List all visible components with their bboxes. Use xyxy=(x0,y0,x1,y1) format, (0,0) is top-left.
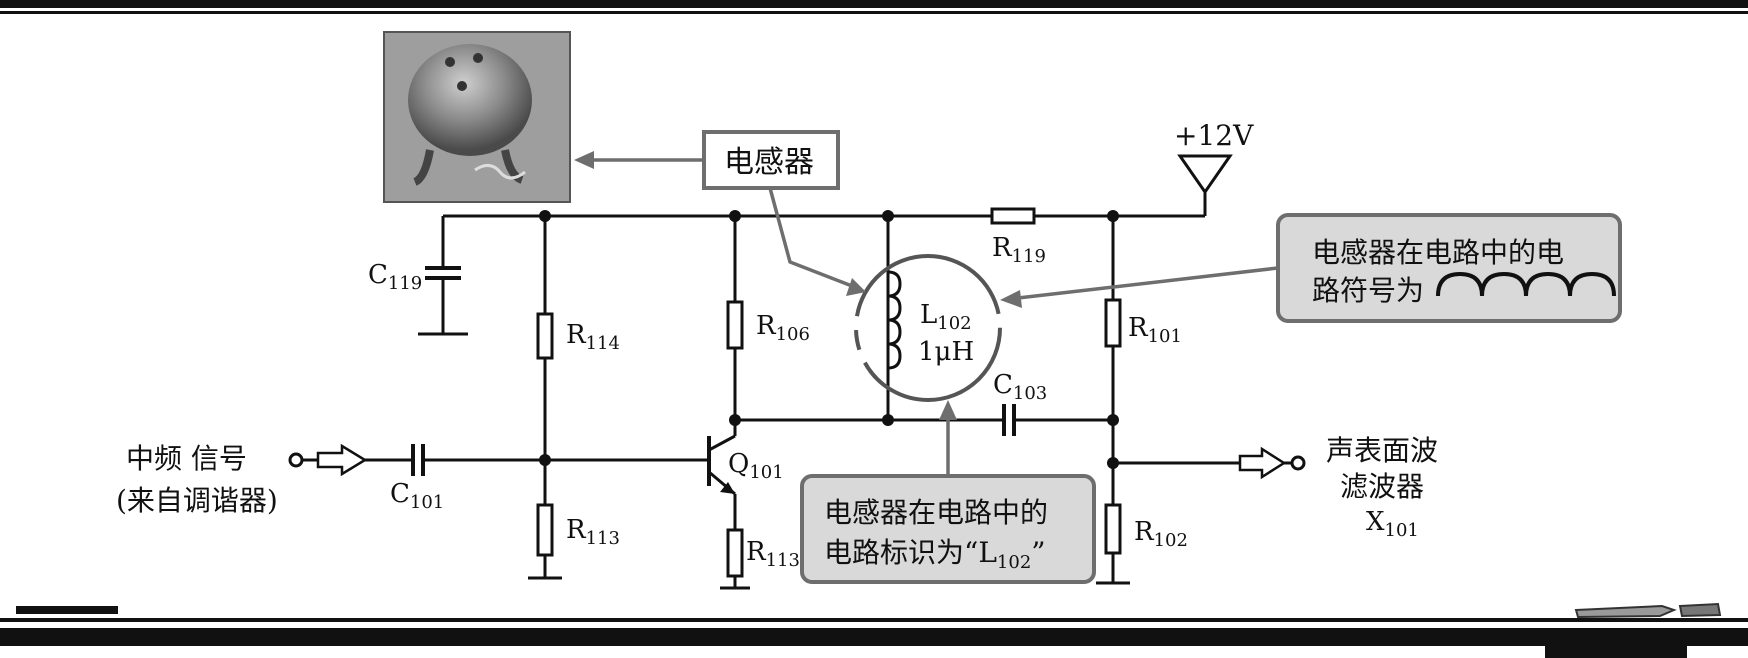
l102-label: L102 xyxy=(920,300,972,334)
id-note-line1: 电感器在电路中的 xyxy=(824,496,1048,529)
top-border-thin xyxy=(0,11,1748,14)
r101-label: R101 xyxy=(1128,313,1182,347)
r114-label: R114 xyxy=(566,320,620,354)
output-label-line2: 滤波器 xyxy=(1340,470,1424,503)
arrow-to-coil-head xyxy=(846,278,866,296)
inductor-l102 xyxy=(887,270,902,370)
symbol-note-line1: 电感器在电路中的电 xyxy=(1312,236,1564,269)
input-label-line1: 中频 信号 xyxy=(126,442,247,475)
decorative-pen-mark xyxy=(1574,604,1677,619)
input-terminal xyxy=(288,443,368,477)
id-note-line2: 电路标识为“L102” xyxy=(824,536,1046,573)
transistor-q101 xyxy=(707,434,737,515)
capacitor-c119 xyxy=(425,216,461,280)
symbol-note-line2: 路符号为 xyxy=(1312,274,1424,307)
resistor-r113a xyxy=(536,503,554,557)
supply-label: +12V xyxy=(1174,119,1254,152)
r102-label: R102 xyxy=(1134,517,1188,551)
top-border-thick xyxy=(0,0,1748,8)
output-ref-label: X101 xyxy=(1366,507,1419,541)
c119-label: C119 xyxy=(368,260,422,294)
inductor-highlight-circle xyxy=(854,254,1002,402)
output-terminal xyxy=(1238,446,1306,480)
resistor-r114 xyxy=(536,312,554,360)
circuit-wires xyxy=(365,214,1240,588)
input-label-line2: (来自调谐器) xyxy=(116,484,278,517)
r119-label: R119 xyxy=(992,233,1046,267)
resistor-r101 xyxy=(1104,298,1122,348)
capacitor-c103 xyxy=(1002,404,1026,436)
arrow-to-coil xyxy=(768,187,853,288)
resistor-r119 xyxy=(990,207,1036,225)
resistor-r106 xyxy=(726,300,744,350)
inductor-symbol-glyph xyxy=(1436,271,1616,297)
bottom-left-tab xyxy=(16,606,118,614)
r113b-label: R113 xyxy=(746,537,800,571)
arrow-to-circle-head xyxy=(1000,290,1022,308)
bottom-border-thick xyxy=(0,628,1748,646)
output-label-line1: 声表面波 xyxy=(1326,434,1438,467)
decorative-pen-cap xyxy=(1678,602,1722,618)
bottom-right-tab xyxy=(1545,645,1687,658)
resistor-r102 xyxy=(1104,503,1122,555)
c103-label: C103 xyxy=(993,370,1047,404)
arrow-to-circle-bottom-head xyxy=(939,400,957,420)
arrow-to-photo-head xyxy=(574,151,594,169)
inductor-photo xyxy=(383,31,571,203)
r106-label: R106 xyxy=(756,311,810,345)
bottom-border-thin xyxy=(0,618,1748,622)
resistor-r113b xyxy=(726,528,744,578)
l102-value: 1μH xyxy=(918,337,974,367)
junction-dots xyxy=(539,210,1119,469)
q101-label: Q101 xyxy=(728,449,784,483)
inductor-tag-text: 电感器 xyxy=(724,145,814,180)
arrow-to-circle xyxy=(1017,266,1279,300)
supply-symbol xyxy=(1177,154,1233,216)
c101-label: C101 xyxy=(390,479,444,513)
r113a-label: R113 xyxy=(566,515,620,549)
capacitor-c101 xyxy=(411,444,431,476)
